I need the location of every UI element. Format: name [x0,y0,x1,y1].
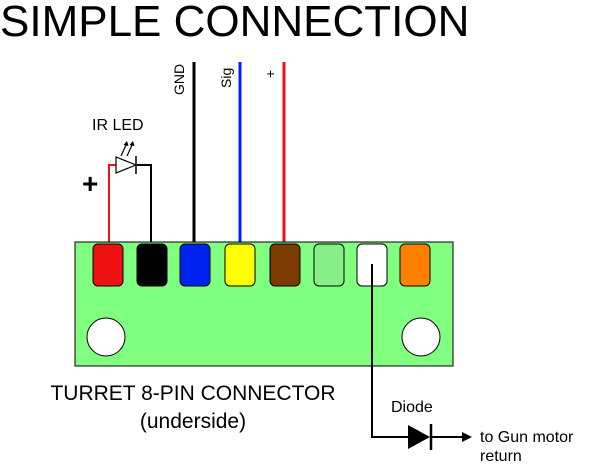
ir-led-symbol [108,141,152,243]
diode-symbol [408,424,433,450]
pin-6-green [313,243,345,287]
connector-pins [92,243,431,287]
led-polarity-plus: + [82,168,98,199]
diagram-title: SIMPLE CONNECTION [0,0,469,46]
diode-label: Diode [391,399,433,416]
mounting-hole-right [401,317,441,357]
pin-1-red [92,243,124,287]
pin-8-orange [399,243,431,287]
ir-led-label: IR LED [92,117,144,134]
led-triangle [115,156,138,174]
pin-2-black [136,243,168,287]
destination-sublabel: return [480,448,522,464]
led-anode-lead [108,164,116,243]
led-arrowhead-2 [129,141,135,146]
return-wire [371,264,408,438]
pin-5-brown [269,243,301,287]
pin-3-blue [179,243,211,287]
mounting-hole-left [86,317,126,357]
sig-label: Sig [218,68,234,88]
output-arrowhead [462,432,472,442]
plus-wire-label: + [262,70,278,78]
pin-4-yellow [224,243,256,287]
connector-board [74,241,454,367]
destination-label: to Gun motor [480,429,574,446]
led-cathode-lead [137,164,152,243]
led-arrowhead-1 [123,141,129,146]
diode-triangle [408,425,430,449]
connector-label: TURRET 8-PIN CONNECTOR [50,382,335,405]
gnd-label: GND [171,64,187,95]
connector-sublabel: (underside) [140,410,246,433]
